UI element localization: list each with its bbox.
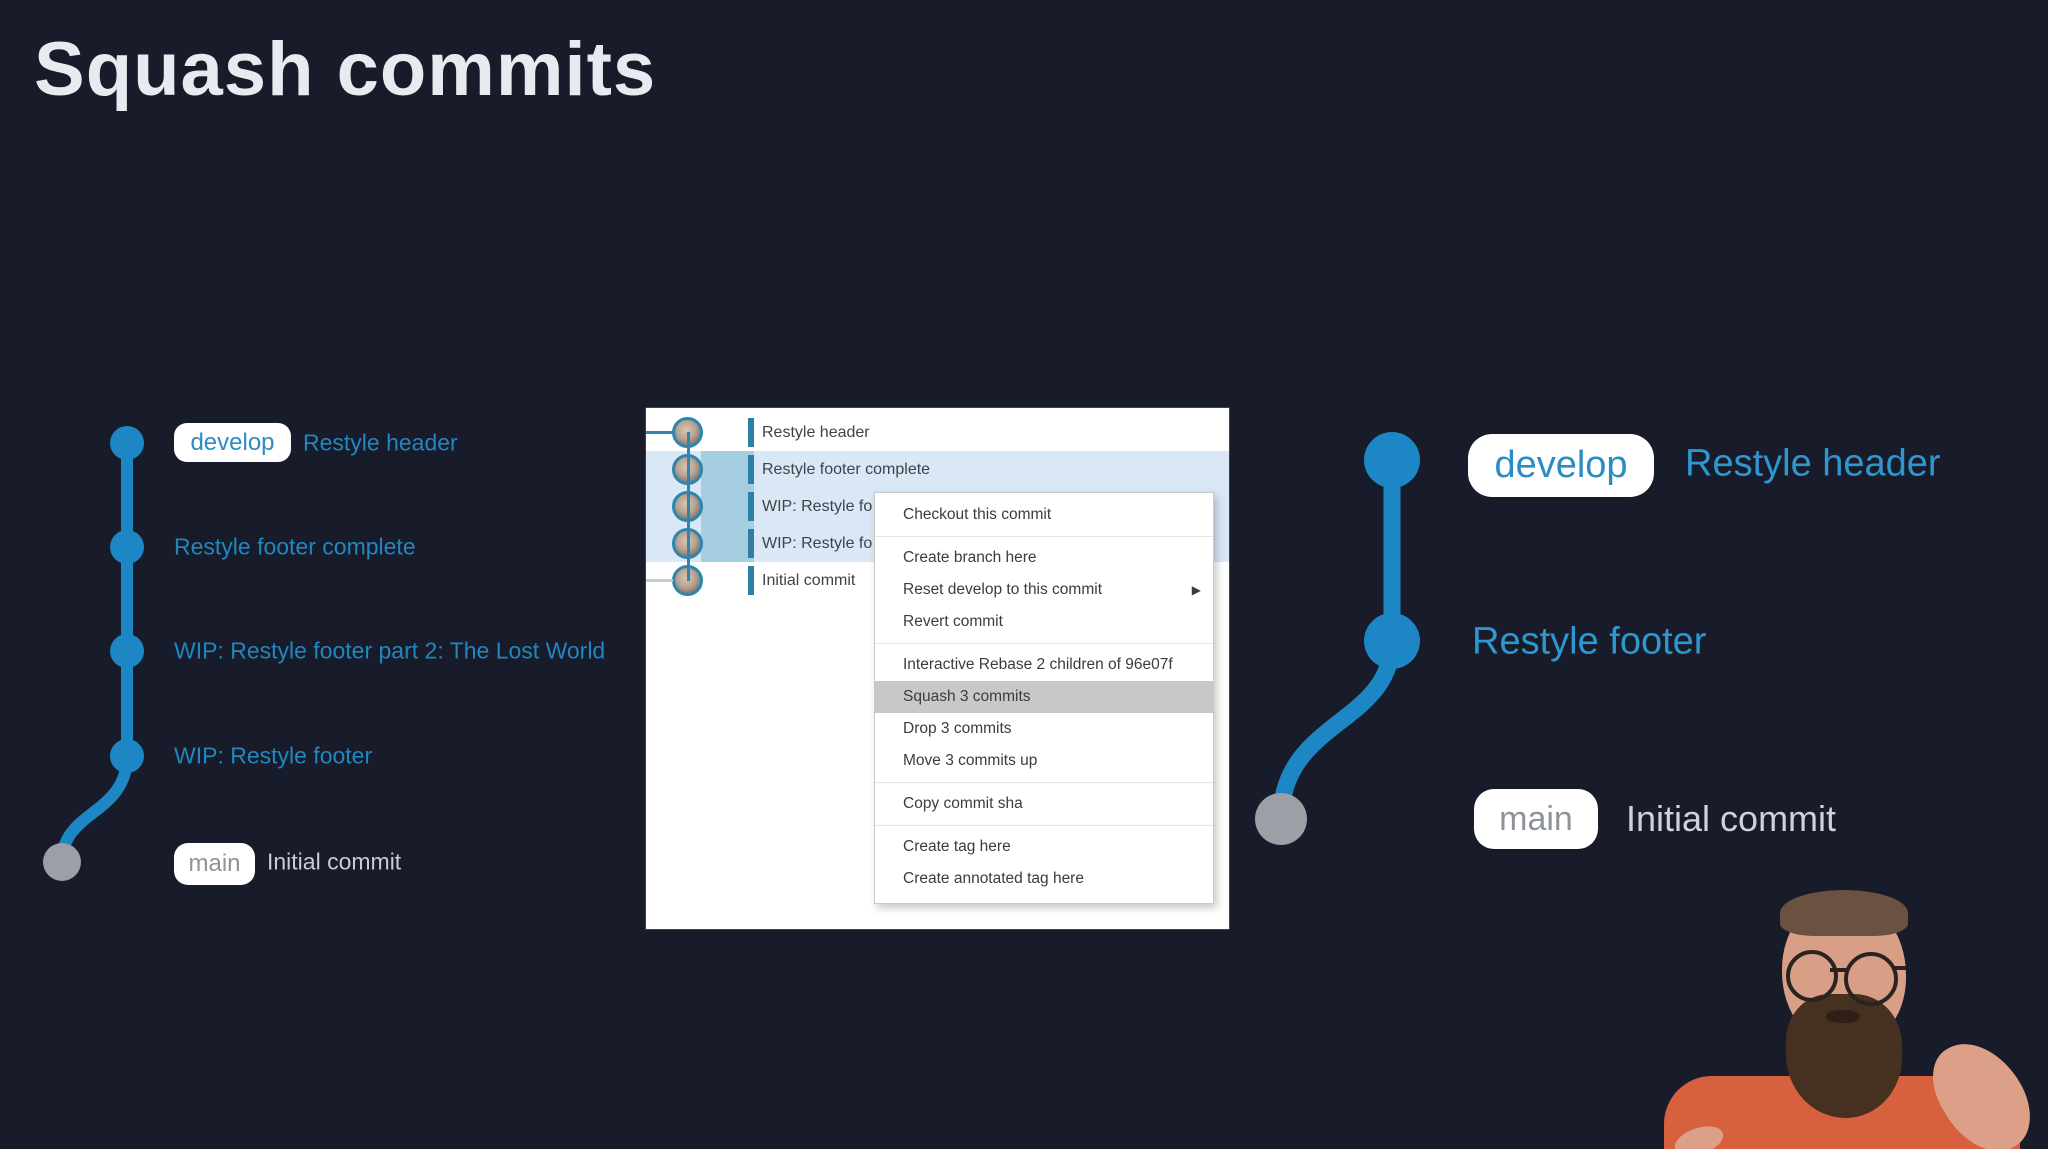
menu-separator — [875, 825, 1213, 826]
commit-message: Restyle header — [1685, 442, 1941, 485]
glasses-temple — [1894, 966, 1906, 970]
branch-ref-bar — [748, 529, 754, 558]
page-title: Squash commits — [34, 27, 657, 112]
menu-item-revert[interactable]: Revert commit — [903, 613, 1003, 630]
menu-item-copy-sha[interactable]: Copy commit sha — [903, 795, 1023, 812]
branch-curve-line — [1272, 632, 1401, 828]
glasses-bridge — [1830, 968, 1846, 972]
commit-message: WIP: Restyle footer — [174, 742, 373, 769]
commit-row[interactable]: Restyle header — [646, 414, 1229, 451]
branch-ref-bar — [748, 566, 754, 595]
left-branch-graph — [43, 426, 144, 881]
glasses-right-lens-icon — [1844, 952, 1898, 1006]
commit-message: Initial commit — [1626, 798, 1837, 839]
commit-message: WIP: Restyle footer part 2: The Lost Wor… — [174, 637, 606, 664]
menu-item-create-branch[interactable]: Create branch here — [903, 549, 1037, 566]
menu-separator — [875, 536, 1213, 537]
branch-ref-bar — [748, 455, 754, 484]
commit-row-label: Restyle header — [762, 423, 870, 441]
commit-row-label: WIP: Restyle fo — [762, 534, 873, 552]
selection-cell — [701, 451, 754, 488]
commit-dot — [110, 739, 144, 773]
commit-message: Restyle header — [303, 429, 458, 456]
branch-badge-label: main — [1499, 799, 1573, 838]
commit-row-label: Initial commit — [762, 571, 856, 589]
menu-item-squash[interactable]: Squash 3 commits — [875, 681, 1213, 713]
git-client-screenshot: Restyle header Restyle footer complete W… — [646, 408, 1229, 929]
initial-commit-dot — [43, 843, 81, 881]
branch-badge-develop: develop — [174, 423, 291, 462]
branch-badge-label: develop — [1494, 444, 1628, 486]
right-branch-graph — [1255, 432, 1420, 845]
commit-dot — [110, 426, 144, 460]
commit-dot — [1364, 432, 1420, 488]
menu-separator — [875, 782, 1213, 783]
menu-item-drop[interactable]: Drop 3 commits — [903, 720, 1012, 737]
commit-dot — [110, 634, 144, 668]
presenter-mouth — [1826, 1010, 1860, 1023]
context-menu: Checkout this commit Create branch here … — [874, 492, 1214, 904]
branch-ref-bar — [748, 418, 754, 447]
commit-dot — [1364, 613, 1420, 669]
initial-commit-dot — [1255, 793, 1307, 845]
menu-item-interactive-rebase[interactable]: Interactive Rebase 2 children of 96e07f — [903, 656, 1173, 673]
menu-item-checkout[interactable]: Checkout this commit — [903, 506, 1052, 523]
glasses-left-lens-icon — [1786, 950, 1838, 1002]
graph-connector-line — [646, 431, 673, 434]
menu-item-label: Reset develop to this commit — [903, 581, 1103, 598]
selection-cell — [701, 525, 754, 562]
commit-message: Restyle footer complete — [174, 533, 416, 560]
branch-badge-label: develop — [190, 428, 275, 456]
branch-ref-bar — [748, 492, 754, 521]
submenu-arrow-icon: ▶ — [1191, 583, 1201, 597]
menu-separator — [875, 643, 1213, 644]
commit-message: Restyle footer — [1472, 620, 1707, 663]
commit-message: Initial commit — [267, 848, 402, 875]
graph-connector-line — [646, 579, 673, 582]
branch-badge-label: main — [188, 850, 241, 877]
menu-item-reset-develop[interactable]: Reset develop to this commit ▶ — [875, 574, 1213, 606]
commit-dot — [110, 530, 144, 564]
selection-cell — [701, 488, 754, 525]
branch-badge-develop: develop — [1468, 434, 1654, 497]
graph-connector-line — [687, 432, 690, 581]
menu-item-create-tag[interactable]: Create tag here — [903, 838, 1011, 855]
branch-badge-main: main — [174, 843, 255, 885]
commit-row-label: WIP: Restyle fo — [762, 497, 873, 515]
menu-item-create-annotated-tag[interactable]: Create annotated tag here — [903, 870, 1084, 887]
branch-badge-main: main — [1474, 789, 1598, 849]
menu-item-move-up[interactable]: Move 3 commits up — [903, 752, 1038, 769]
webcam-overlay — [1650, 890, 2048, 1149]
presenter-hair — [1780, 890, 1908, 936]
commit-row-label: Restyle footer complete — [762, 460, 931, 478]
commit-row[interactable]: Restyle footer complete — [646, 451, 1229, 488]
